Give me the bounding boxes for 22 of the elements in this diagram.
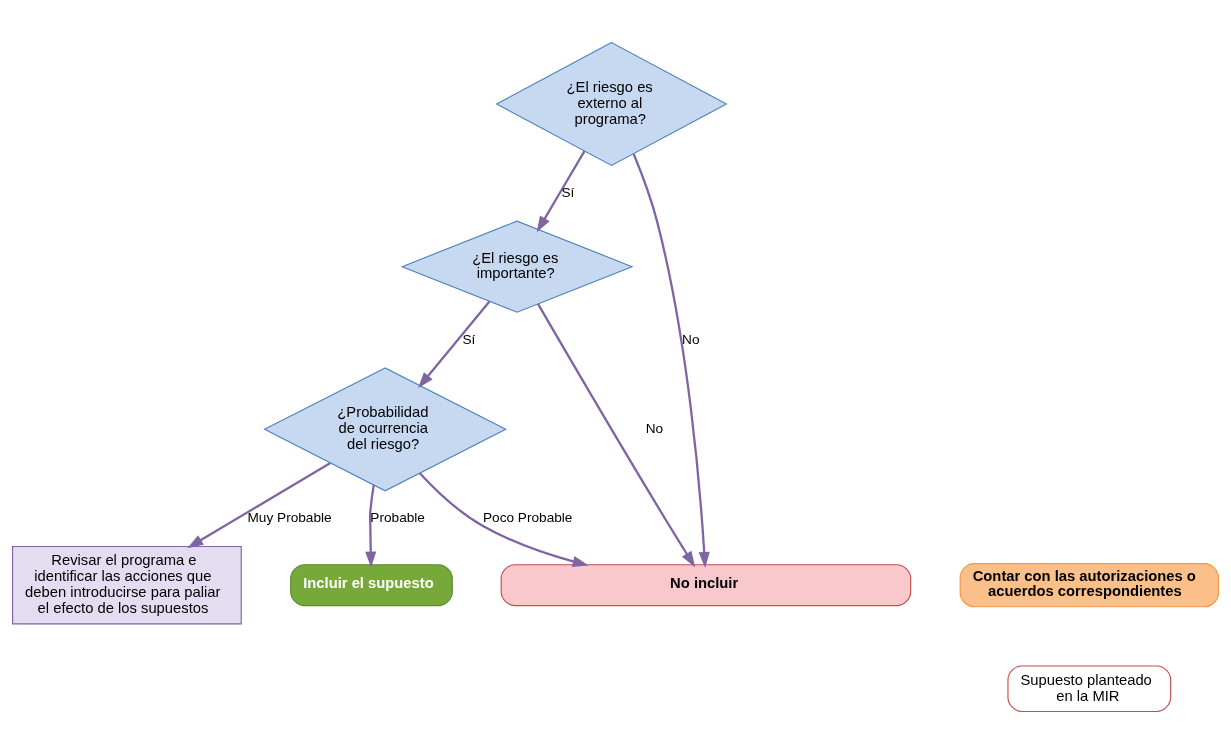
edge-label: Sí (462, 331, 476, 347)
node-box: No incluir (500, 564, 912, 607)
node-box: Contar con las autorizaciones o acuerdos correspondientes (959, 563, 1219, 608)
node-box: Revisar el programa e identificar las acciones que deben introducirse para paliar el efecto de los supuestos (12, 545, 242, 625)
node-diamond: ¿Probabilidad de ocurrencia del riesgo? (263, 367, 507, 492)
edge-label: Muy Probable (247, 510, 332, 526)
arrow (187, 462, 331, 549)
arrow (632, 153, 710, 568)
arrow (418, 300, 491, 389)
arrow (536, 150, 586, 233)
arrow (537, 303, 696, 568)
edge-label: Probable (370, 510, 425, 526)
node-diamond: ¿El riesgo es externo al programa? (495, 41, 728, 167)
node-diamond: ¿El riesgo es importante? (400, 220, 634, 313)
node-box: Incluir el supuesto (290, 564, 453, 607)
arrow (419, 472, 589, 567)
node-box: Supuesto planteado en la MIR (1007, 665, 1172, 713)
arrow (365, 484, 377, 568)
edge-label: Sí (561, 184, 575, 200)
edge-label: Poco Probable (482, 510, 573, 526)
edge-label: No (682, 331, 700, 347)
edge-label: No (645, 420, 664, 436)
